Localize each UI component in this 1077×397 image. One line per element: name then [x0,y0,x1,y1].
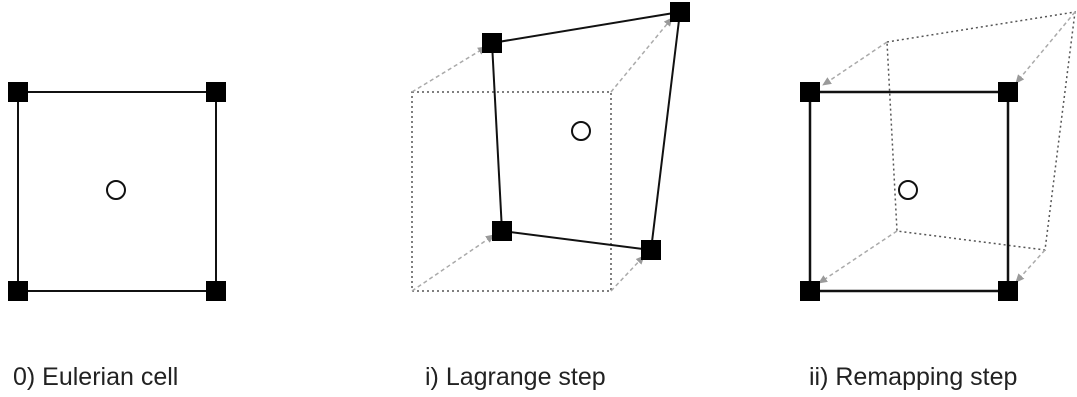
panel-remapping-step [800,11,1076,301]
node-icon [670,2,690,22]
node-icon [800,82,820,102]
node-icon [8,82,28,102]
centroid-icon [898,180,918,200]
remap-arrow [822,41,888,86]
panel-eulerian-cell [8,82,226,301]
panel-lagrange-step [411,2,690,292]
node-icon [800,281,820,301]
remap-arrow [1015,11,1076,84]
node-icon [8,281,28,301]
remap-arrow [1015,249,1046,283]
displacement-arrow [610,17,673,93]
displacement-arrow [411,234,495,292]
caption-eulerian-cell: 0) Eulerian cell [13,363,179,391]
centroid-icon [571,121,591,141]
node-icon [482,33,502,53]
node-icon [492,221,512,241]
displacement-arrow [610,255,645,292]
caption-remapping-step: ii) Remapping step [809,363,1018,391]
node-icon [998,281,1018,301]
centroid-icon [106,180,126,200]
node-icon [641,240,661,260]
remap-arrow [818,230,898,284]
lagrange-cell-dotted-outline [886,11,1076,251]
caption-lagrange-step: i) Lagrange step [425,363,606,391]
node-icon [206,281,226,301]
node-icon [206,82,226,102]
displacement-arrow [411,46,487,93]
node-icon [998,82,1018,102]
